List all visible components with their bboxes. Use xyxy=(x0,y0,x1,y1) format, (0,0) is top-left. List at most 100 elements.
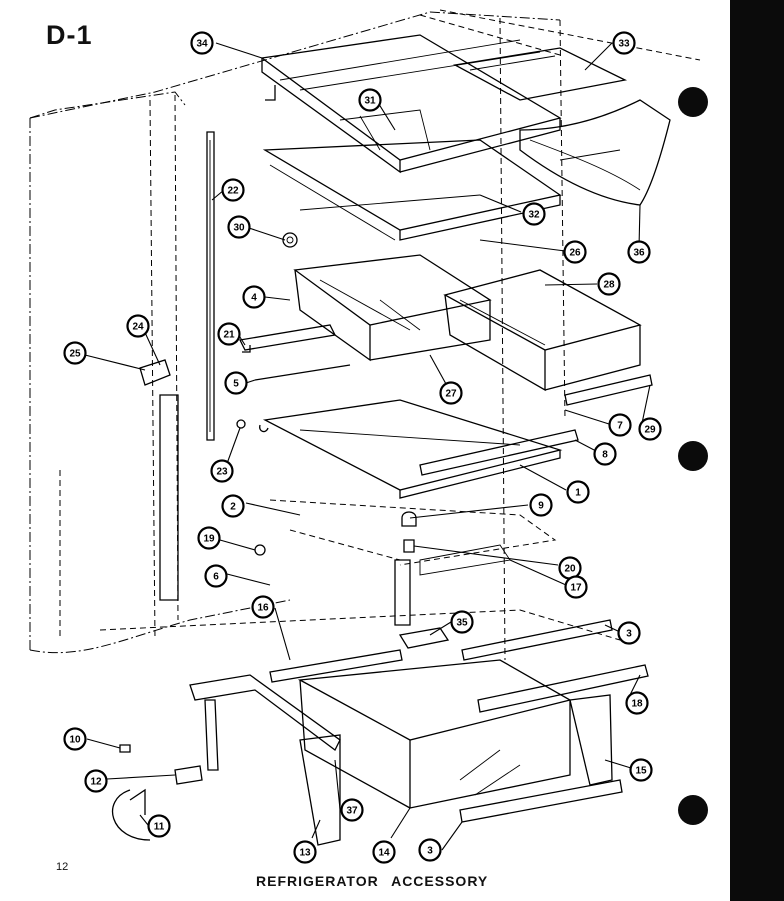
top-shelf-frame xyxy=(260,34,562,174)
callout-bubble: 17 xyxy=(564,575,588,599)
callout-bubble: 8 xyxy=(593,442,617,466)
scan-edge-bar xyxy=(730,0,784,901)
svg-text:7: 7 xyxy=(617,421,623,432)
svg-text:23: 23 xyxy=(216,467,228,478)
callout-bubble: 30 xyxy=(227,215,251,239)
svg-text:10: 10 xyxy=(69,735,81,746)
svg-text:3: 3 xyxy=(427,846,433,857)
svg-text:25: 25 xyxy=(69,349,81,360)
svg-text:14: 14 xyxy=(378,848,390,859)
svg-text:30: 30 xyxy=(233,223,245,234)
callout-bubble: 29 xyxy=(638,417,662,441)
svg-text:35: 35 xyxy=(456,618,468,629)
callout-bubble: 32 xyxy=(522,202,546,226)
svg-text:17: 17 xyxy=(570,583,582,594)
svg-text:21: 21 xyxy=(223,330,235,341)
svg-text:28: 28 xyxy=(603,280,615,291)
svg-text:36: 36 xyxy=(633,248,645,259)
side-brackets xyxy=(139,345,251,429)
svg-text:33: 33 xyxy=(618,39,630,50)
callout-bubble: 11 xyxy=(147,814,171,838)
callout-bubble: 25 xyxy=(63,341,87,365)
callout-bubble: 19 xyxy=(197,526,221,550)
middle-shelf xyxy=(262,139,562,241)
leader-lines xyxy=(84,42,651,851)
svg-text:2: 2 xyxy=(230,502,236,513)
svg-text:20: 20 xyxy=(564,564,576,575)
diagram-caption: REFRIGERATOR ACCESSORY xyxy=(256,873,489,889)
callout-bubble: 35 xyxy=(450,610,474,634)
svg-text:19: 19 xyxy=(203,534,215,545)
callout-bubble: 37 xyxy=(340,798,364,822)
callout-bubble: 2 xyxy=(221,494,245,518)
page-number: 12 xyxy=(56,861,69,873)
callout-bubble: 28 xyxy=(597,272,621,296)
binder-hole-middle xyxy=(678,441,708,471)
callout-bubbles: 34 33 31 22 32 30 26 36 28 4 24 21 25 5 … xyxy=(63,31,662,864)
callout-bubble: 5 xyxy=(224,371,248,395)
binder-hole-bottom xyxy=(678,795,708,825)
crisper-drawer xyxy=(443,269,642,392)
lower-components xyxy=(254,499,557,649)
callout-bubble: 10 xyxy=(63,727,87,751)
callout-bubble: 15 xyxy=(629,758,653,782)
svg-text:3: 3 xyxy=(626,629,632,640)
svg-text:34: 34 xyxy=(196,39,208,50)
svg-text:32: 32 xyxy=(528,210,540,221)
svg-text:15: 15 xyxy=(635,766,647,777)
crisper-cover xyxy=(519,99,671,206)
callout-bubble: 6 xyxy=(204,564,228,588)
svg-text:31: 31 xyxy=(364,96,376,107)
control-knob xyxy=(282,232,298,248)
svg-text:11: 11 xyxy=(154,822,165,833)
callout-bubble: 1 xyxy=(566,480,590,504)
callout-bubble: 4 xyxy=(242,285,266,309)
callout-bubble: 3 xyxy=(418,838,442,862)
callout-bubble: 12 xyxy=(84,769,108,793)
callout-bubble: 21 xyxy=(217,322,241,346)
cabinet-outline xyxy=(29,9,701,661)
callout-bubble: 34 xyxy=(190,31,214,55)
callout-bubble: 31 xyxy=(358,88,382,112)
callout-bubble: 36 xyxy=(627,240,651,264)
svg-text:4: 4 xyxy=(251,293,257,304)
svg-text:29: 29 xyxy=(644,425,656,436)
callout-bubble: 26 xyxy=(563,240,587,264)
svg-text:22: 22 xyxy=(227,186,239,197)
callout-bubble: 14 xyxy=(372,840,396,864)
callout-bubble: 9 xyxy=(529,493,553,517)
callout-bubble: 13 xyxy=(293,840,317,864)
meat-drawer xyxy=(293,254,492,362)
svg-text:8: 8 xyxy=(602,450,608,461)
svg-text:27: 27 xyxy=(445,389,457,400)
callout-bubble: 3 xyxy=(617,621,641,645)
binder-hole-top xyxy=(678,87,708,117)
vertical-rail xyxy=(159,131,215,601)
callout-bubble: 20 xyxy=(558,556,582,580)
svg-text:6: 6 xyxy=(213,572,219,583)
glass-panel-top xyxy=(453,47,628,101)
svg-text:5: 5 xyxy=(233,379,239,390)
bottom-rails xyxy=(269,619,649,823)
callout-bubble: 7 xyxy=(608,413,632,437)
callout-bubble: 22 xyxy=(221,178,245,202)
svg-text:12: 12 xyxy=(90,777,102,788)
svg-text:18: 18 xyxy=(631,699,643,710)
callout-bubble: 23 xyxy=(210,459,234,483)
glass-shelf xyxy=(259,399,579,499)
callout-bubble: 27 xyxy=(439,381,463,405)
svg-text:9: 9 xyxy=(538,501,544,512)
svg-text:1: 1 xyxy=(575,488,581,499)
svg-text:26: 26 xyxy=(569,248,581,259)
diagram-id: D-1 xyxy=(46,20,93,50)
svg-text:24: 24 xyxy=(132,322,144,333)
callout-bubble: 33 xyxy=(612,31,636,55)
drawer-slide-assembly xyxy=(112,674,613,846)
svg-text:16: 16 xyxy=(257,603,269,614)
svg-text:37: 37 xyxy=(346,806,358,817)
svg-text:13: 13 xyxy=(299,848,311,859)
callout-bubble: 18 xyxy=(625,691,649,715)
drawer-rails xyxy=(239,324,653,406)
callout-bubble: 24 xyxy=(126,314,150,338)
